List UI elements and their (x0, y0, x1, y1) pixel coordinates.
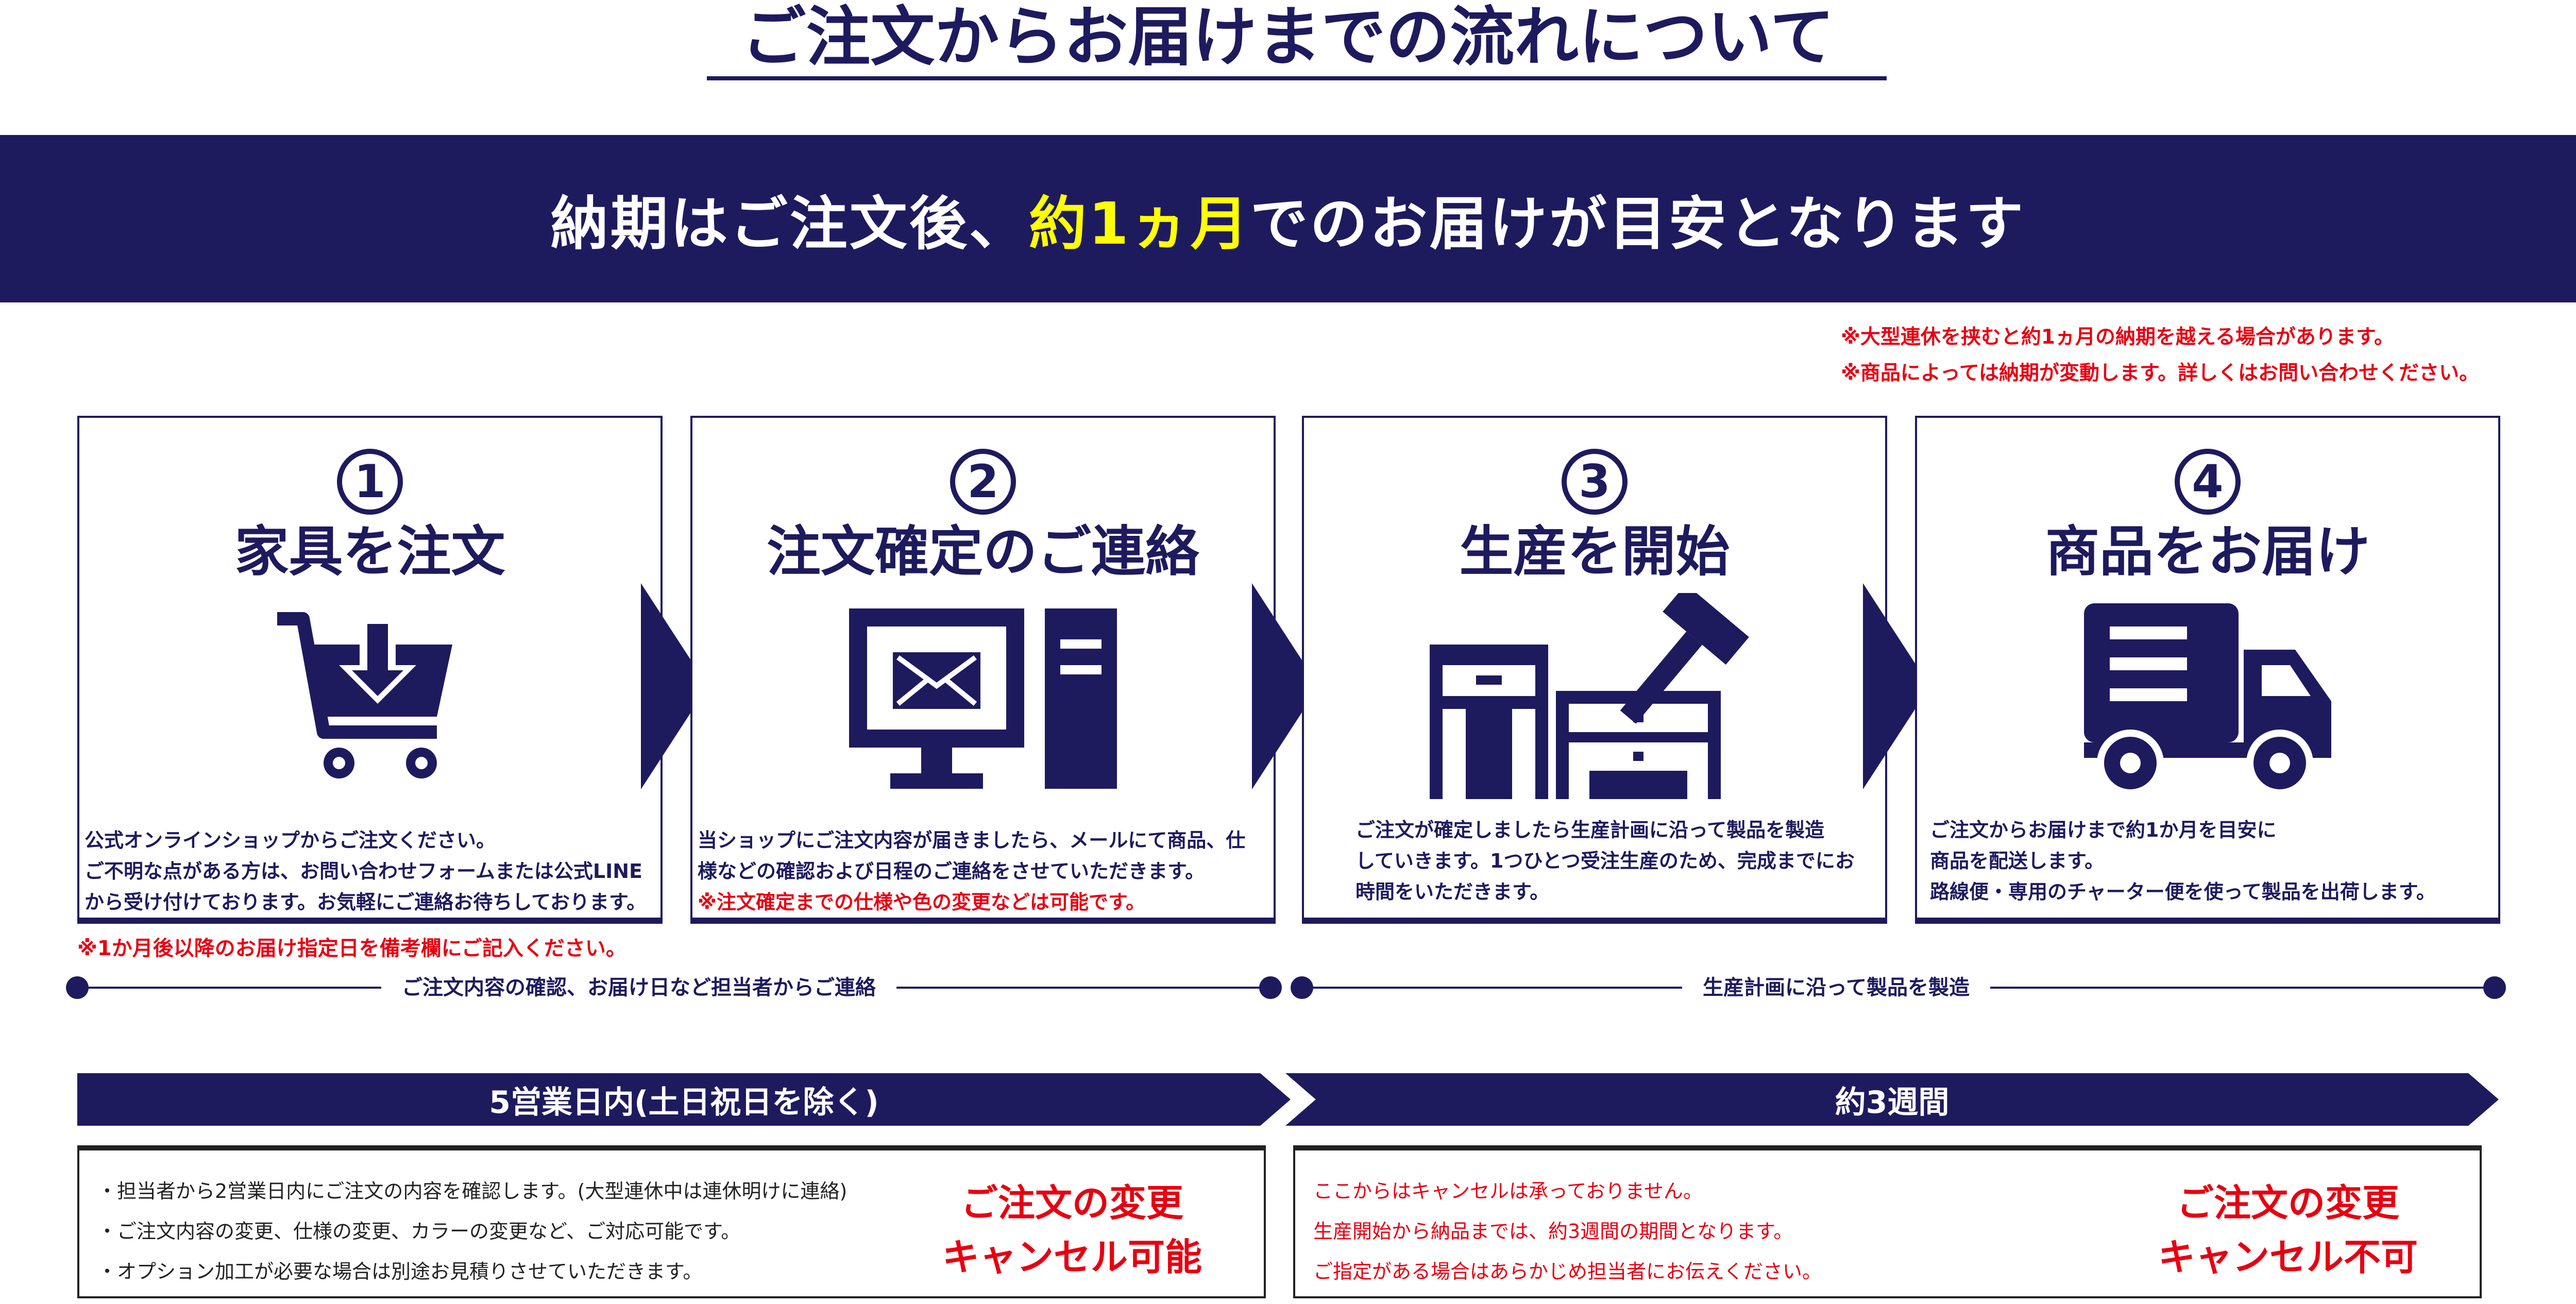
phase-label: 約3週間 (1835, 1084, 1950, 1121)
timeline-dot (1291, 976, 1313, 999)
page-title: ご注文からお届けまでの流れについて (741, 0, 1835, 75)
desc-line: 路線便・専用のチャーター便を使って製品を出荷します。 (1930, 880, 2436, 903)
info-line: ・担当者から2営業日内にご注文の内容を確認します。(大型連休中は連休明けに連絡) (97, 1180, 848, 1203)
status-line: ご注文の変更 (960, 1181, 1183, 1225)
note-variation: ※商品によっては納期が変動します。詳しくはお問い合わせください。 (1841, 362, 2480, 385)
banner-text-after: でのお届けが目安となります (1250, 190, 2026, 258)
info-line: 生産開始から納品までは、約3週間の期間となります。 (1313, 1220, 1793, 1243)
desc-line: 当ショップにご注文内容が届きましたら、メールにて商品、仕 (698, 829, 1246, 852)
step-number: 1 (337, 449, 403, 515)
desc-line: 様などの確認および日程のご連絡をさせていただきます。 (698, 860, 1205, 883)
note-holiday: ※大型連休を挟むと約1ヵ月の納期を越える場合があります。 (1841, 326, 2394, 349)
timeline-dot (2483, 976, 2506, 999)
computer-mail-icon (849, 608, 1117, 789)
delivery-truck-icon (2084, 603, 2331, 797)
desc-line: ご注文が確定しましたら生産計画に沿って製品を製造 (1355, 819, 1825, 841)
desc-line: 時間をいただきます。 (1355, 880, 1550, 903)
title-underline (707, 76, 1887, 80)
status-cancel-impossible: ご注文の変更 キャンセル不可 (2158, 1176, 2418, 1284)
step-4-card: 4 商品をお届け ご注文からお届けまで約1か月を目安に 商品を配送します。 路線… (1915, 416, 2500, 924)
cart-download-icon (277, 612, 452, 778)
info-lines: ・担当者から2営業日内にご注文の内容を確認します。(大型連休中は連休明けに連絡)… (97, 1171, 847, 1292)
step-3-card: 3 生産を開始 ご注文が確定しましたら生産計画に沿って製品を製造 していきます。… (1302, 416, 1887, 924)
phase-bar-right: 約3週間 (1285, 1073, 2499, 1126)
step-title: 注文確定のご連絡 (766, 520, 1199, 583)
step-description: ご注文が確定しましたら生産計画に沿って製品を製造 していきます。1つひとつ受注生… (1355, 815, 1880, 907)
desc-line: から受け付けております。お気軽にご連絡お待ちしております。 (84, 891, 647, 913)
desc-line: ご注文からお届けまで約1か月を目安に (1930, 819, 2277, 841)
phase-label: 5営業日内(土日祝日を除く) (489, 1084, 879, 1121)
info-line: ・オプション加工が必要な場合は別途お見積りさせていただきます。 (97, 1260, 703, 1283)
step-description: ご注文からお届けまで約1か月を目安に 商品を配送します。 路線便・専用のチャータ… (1930, 815, 2493, 907)
desc-line: していきます。1つひとつ受注生産のため、完成までにお (1355, 850, 1855, 872)
info-line: ご指定がある場合はあらかじめ担当者にお伝えください。 (1313, 1260, 1822, 1283)
step-1-red-note: ※1か月後以降のお届け指定日を備考欄にご記入ください。 (77, 937, 626, 960)
info-line: ここからはキャンセルは承っておりません。 (1313, 1180, 1703, 1203)
status-line: キャンセル不可 (2158, 1235, 2418, 1279)
step-1-card: 1 家具を注文 公式オンラインショップからご注文ください。 ご不明な点がある方は… (77, 416, 663, 924)
timeline-label-right: 生産計画に沿って製品を製造 (1682, 974, 1990, 1002)
step-number: 3 (1562, 449, 1628, 515)
status-line: ご注文の変更 (2176, 1181, 2399, 1225)
step-description: 当ショップにご注文内容が届きましたら、メールにて商品、仕 様などの確認および日程… (698, 825, 1268, 918)
step-title: 商品をお届け (2045, 520, 2370, 583)
furniture-hammer-icon (1430, 593, 1749, 799)
phase-info-right: ここからはキャンセルは承っておりません。 生産開始から納品までは、約3週間の期間… (1293, 1145, 2482, 1298)
banner-highlight: 約1ヵ月 (1028, 190, 1250, 258)
phase-info-left: ・担当者から2営業日内にご注文の内容を確認します。(大型連休中は連休明けに連絡)… (77, 1145, 1266, 1298)
timeline-dot (66, 976, 89, 999)
step-number: 4 (2175, 449, 2241, 515)
step-title: 家具を注文 (234, 520, 505, 583)
desc-line: ご不明な点がある方は、お問い合わせフォームまたは公式LINE (84, 860, 642, 883)
step-title: 生産を開始 (1459, 520, 1730, 583)
timeline-dot (1259, 976, 1282, 999)
delivery-banner: 納期はご注文後、約1ヵ月でのお届けが目安となります (0, 135, 2576, 302)
phase-bar-left: 5営業日内(土日祝日を除く) (77, 1073, 1291, 1126)
timeline-label-left: ご注文内容の確認、お届け日など担当者からご連絡 (381, 974, 896, 1002)
step-2-card: 2 注文確定のご連絡 当ショップにご注文内容が届きましたら、メールにて商品、仕 … (690, 416, 1276, 924)
status-line: キャンセル可能 (942, 1235, 1202, 1279)
desc-line: 商品を配送します。 (1930, 850, 2105, 872)
banner-text-before: 納期はご注文後、 (550, 190, 1029, 258)
desc-line: 公式オンラインショップからご注文ください。 (84, 829, 496, 852)
step-number: 2 (950, 449, 1016, 515)
info-lines: ここからはキャンセルは承っておりません。 生産開始から納品までは、約3週間の期間… (1313, 1171, 1822, 1292)
info-line: ・ご注文内容の変更、仕様の変更、カラーの変更など、ご対応可能です。 (97, 1220, 741, 1243)
step-description: 公式オンラインショップからご注文ください。 ご不明な点がある方は、お問い合わせフ… (84, 825, 655, 918)
desc-red-note: ※注文確定までの仕様や色の変更などは可能です。 (698, 891, 1146, 913)
status-cancel-possible: ご注文の変更 キャンセル可能 (942, 1176, 1202, 1284)
